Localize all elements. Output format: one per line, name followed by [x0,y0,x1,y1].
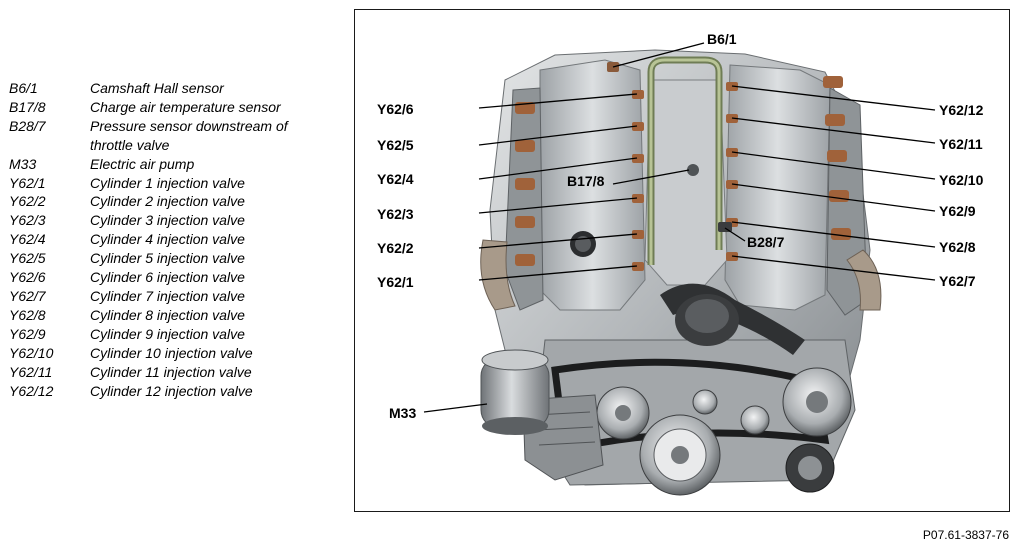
pulleys [596,367,852,496]
engine-figure: B6/1 Y62/6 Y62/5 Y62/4 Y62/3 Y62/2 Y62/1… [354,9,1010,512]
legend-item: Y62/8 Cylinder 8 injection valve [9,306,339,325]
legend-item: M33 Electric air pump [9,155,339,174]
legend-item: Y62/7 Cylinder 7 injection valve [9,287,339,306]
callout-y62-3: Y62/3 [377,206,414,222]
callout-y62-11: Y62/11 [939,136,983,152]
legend-code: Y62/1 [9,174,46,191]
legend-description: Electric air pump [90,155,195,172]
legend-item: B6/1 Camshaft Hall sensor [9,79,339,98]
legend-code: Y62/12 [9,382,54,399]
callout-b6-1: B6/1 [707,31,737,47]
legend-description: Cylinder 7 injection valve [90,287,245,304]
leader-lines [423,42,936,413]
legend-code: Y62/11 [9,363,53,380]
legend-code: Y62/4 [9,231,46,248]
legend-item: Y62/9 Cylinder 9 injection valve [9,325,339,344]
legend-code: Y62/8 [9,306,46,323]
callout-b28-7: B28/7 [747,234,785,250]
engine-illustration: B6/1 Y62/6 Y62/5 Y62/4 Y62/3 Y62/2 Y62/1… [377,31,984,496]
legend-description: Cylinder 8 injection valve [90,306,245,323]
legend-description: Cylinder 10 injection valve [90,344,253,361]
legend-item: Y62/4 Cylinder 4 injection valve [9,230,339,249]
legend-description: Cylinder 9 injection valve [90,325,245,342]
callout-y62-9: Y62/9 [939,203,976,219]
legend-code: Y62/5 [9,250,46,267]
callout-y62-7: Y62/7 [939,273,976,289]
callout-b17-8: B17/8 [567,173,605,189]
figure-reference: P07.61-3837-76 [922,528,1009,542]
legend-code: Y62/6 [9,269,46,286]
legend-item: Y62/11 Cylinder 11 injection valve [9,363,339,382]
legend-description: Cylinder 6 injection valve [90,269,245,286]
legend-item: Y62/3 Cylinder 3 injection valve [9,211,339,230]
injectors-left-bank [515,90,644,271]
callout-y62-2: Y62/2 [377,240,414,256]
legend-description: Cylinder 12 injection valve [90,382,253,399]
legend-code: B6/1 [9,80,38,96]
callout-y62-12: Y62/12 [939,102,984,118]
legend-code: M33 [9,155,37,172]
legend-description: Cylinder 1 injection valve [90,174,245,191]
legend-item: Y62/6 Cylinder 6 injection valve [9,268,339,287]
fuel-rail [647,56,723,265]
callout-y62-1: Y62/1 [377,274,414,290]
legend-item: Y62/1 Cylinder 1 injection valve [9,174,339,193]
callout-y62-6: Y62/6 [377,101,414,117]
callout-y62-10: Y62/10 [939,172,984,188]
legend-code: B28/7 [9,117,46,134]
legend-code: Y62/7 [9,287,46,304]
legend-item: Y62/12 Cylinder 12 injection valve [9,382,339,401]
legend-code: Y62/10 [9,344,54,361]
legend-description: Cylinder 2 injection valve [90,193,245,210]
legend-description: Pressure sensor downstream of throttle v… [90,117,288,153]
electric-air-pump [480,349,550,435]
callout-y62-4: Y62/4 [377,171,414,187]
legend-code: B17/8 [9,98,46,115]
legend-item: Y62/10 Cylinder 10 injection valve [9,344,339,363]
legend-code: Y62/2 [9,193,46,210]
callout-labels: B6/1 Y62/6 Y62/5 Y62/4 Y62/3 Y62/2 Y62/1… [377,31,984,421]
legend-description: Cylinder 3 injection valve [90,212,245,229]
legend-description: Charge air temperature sensor [90,98,281,115]
legend-description: Cylinder 4 injection valve [90,231,245,248]
legend-description: Camshaft Hall sensor [90,80,224,96]
legend-item: Y62/2 Cylinder 2 injection valve [9,192,339,211]
legend-description: Cylinder 11 injection valve [90,363,252,380]
legend-description: Cylinder 5 injection valve [90,250,245,267]
callout-y62-5: Y62/5 [377,137,414,153]
legend-item: Y62/5 Cylinder 5 injection valve [9,249,339,268]
legend-item: B28/7 Pressure sensor downstream of throt… [9,117,339,155]
legend-item: B17/8 Charge air temperature sensor [9,98,339,117]
legend-code: Y62/3 [9,212,46,229]
callout-y62-8: Y62/8 [939,239,976,255]
callout-m33: M33 [389,405,416,421]
legend-code: Y62/9 [9,325,46,342]
